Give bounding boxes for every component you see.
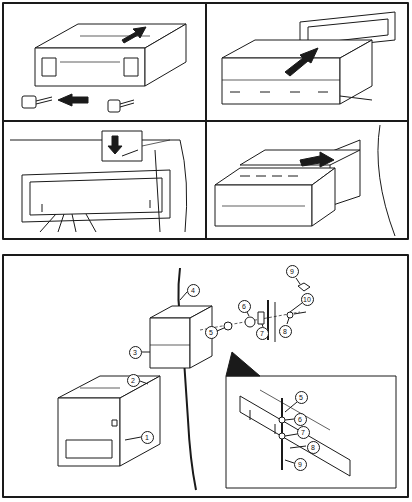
callout-number: 5 [295, 391, 308, 404]
callout-number: 9 [294, 458, 307, 471]
callout-number: 7 [297, 426, 310, 439]
sleeve-trim-step [222, 12, 395, 104]
callout-number: 10 [301, 293, 314, 306]
callout-number: 5 [205, 326, 218, 339]
callout-number: 4 [187, 284, 200, 297]
unit-removal-step [22, 24, 186, 112]
dashboard-fitting-step [10, 131, 187, 232]
leader-lines [125, 278, 306, 463]
exploded-view [58, 268, 396, 490]
callout-number: 3 [129, 346, 142, 359]
step-panels [3, 3, 408, 497]
callout-number: 6 [294, 413, 307, 426]
callout-number: 7 [256, 327, 269, 340]
callout-number: 6 [238, 300, 251, 313]
callout-number: 8 [279, 325, 292, 338]
callout-number: 9 [286, 265, 299, 278]
callout-number: 1 [141, 431, 154, 444]
callout-number: 8 [307, 441, 320, 454]
callout-number: 2 [127, 374, 140, 387]
unit-insertion-step [215, 125, 395, 236]
